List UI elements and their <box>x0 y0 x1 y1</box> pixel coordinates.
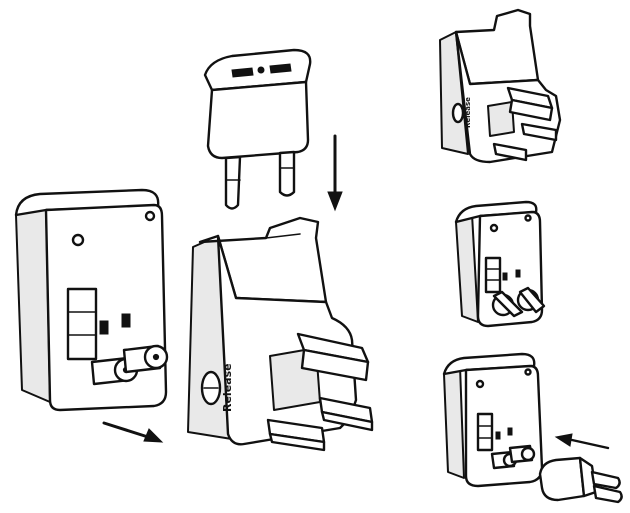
uk-plug-adapter-large: Release <box>187 216 374 452</box>
left-arrow-icon <box>554 433 610 450</box>
release-label-main: Release <box>221 363 234 412</box>
us-plug-adapter-large <box>14 188 169 412</box>
down-arrow-icon <box>327 134 343 212</box>
us-plug-adapter-bottom <box>442 352 544 488</box>
release-label-small: Release <box>464 97 472 128</box>
us-plug-adapter-middle <box>454 200 546 328</box>
euro-plug-top <box>203 48 312 210</box>
uk-plug-adapter-small: Release <box>439 8 562 164</box>
right-arrow-icon <box>102 421 164 443</box>
euro-plug-small <box>538 456 623 504</box>
